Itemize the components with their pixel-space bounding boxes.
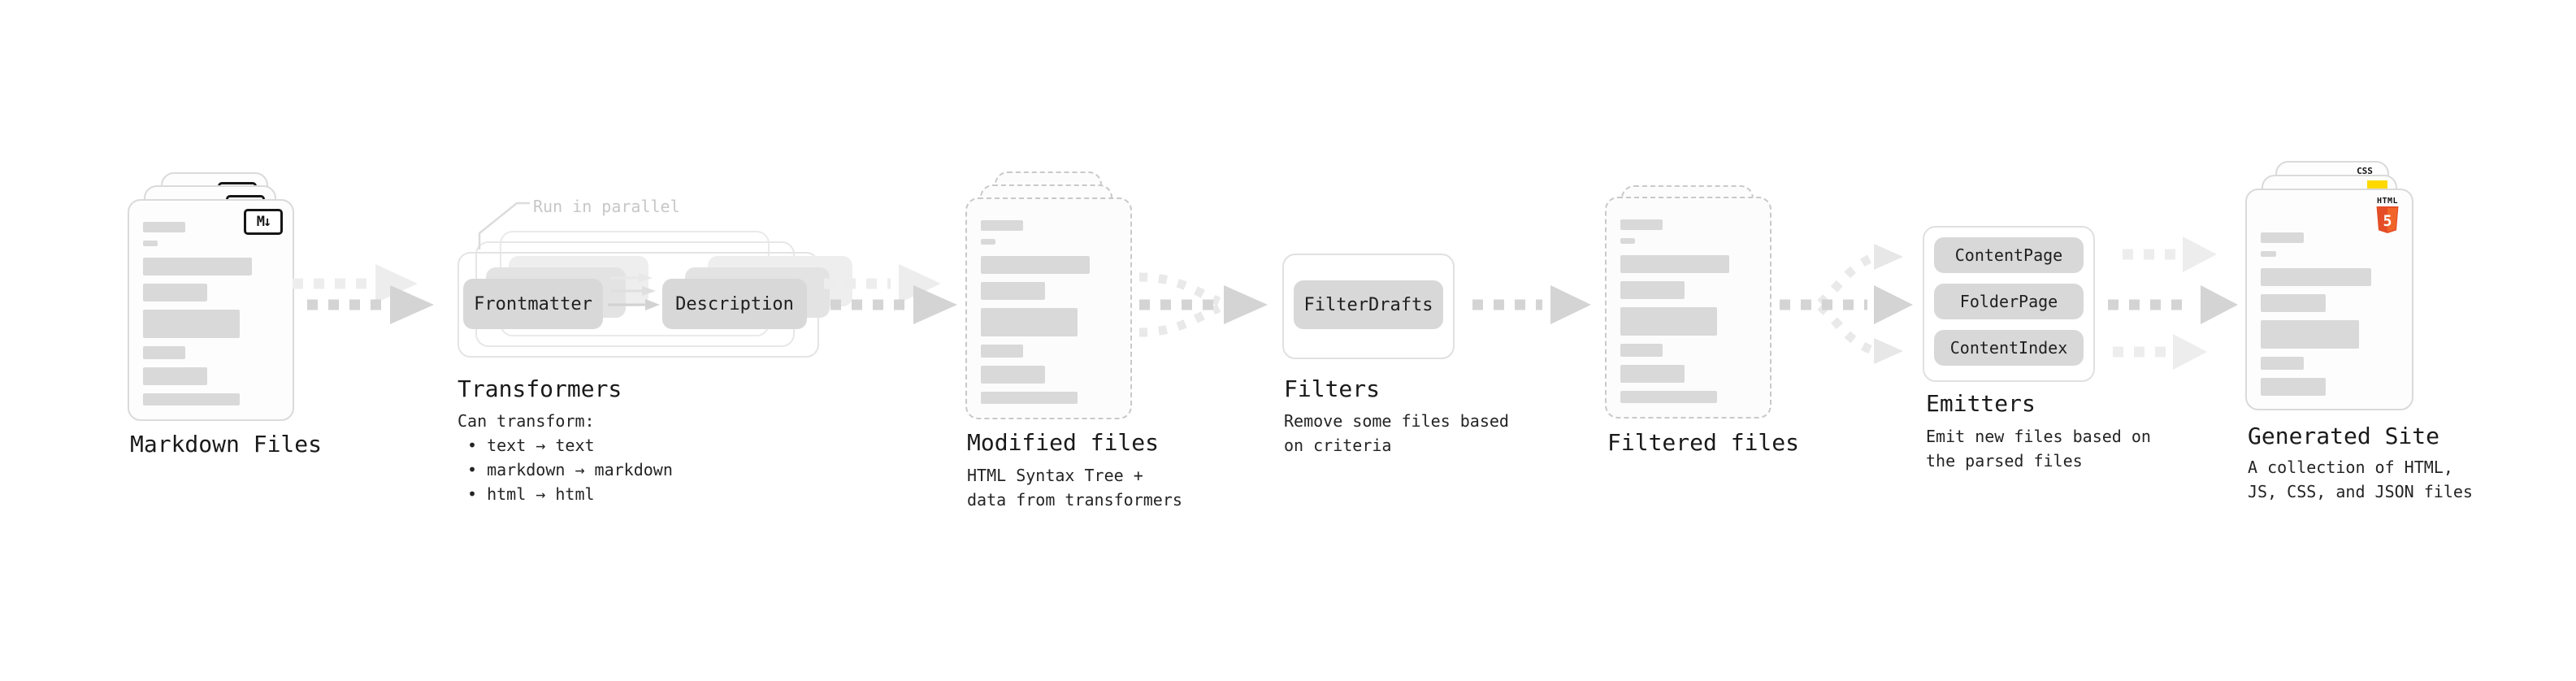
placeholder-bar (981, 239, 996, 245)
placeholder-bar (143, 346, 186, 359)
emitters-heading: Emitters (1926, 390, 2036, 417)
placeholder-bar (981, 345, 1024, 358)
filters-description: Remove some files based on criteria (1284, 409, 1509, 458)
filter-drafts-pill: FilterDrafts (1294, 280, 1443, 329)
modified-files-label: Modified files (967, 429, 1160, 456)
placeholder-bar (143, 310, 241, 338)
frontmatter-pill: Frontmatter (463, 279, 603, 329)
placeholder-bar (2261, 357, 2304, 370)
html5-icon: HTML 5 (2373, 197, 2402, 233)
run-in-parallel-callout: Run in parallel (533, 197, 680, 216)
placeholder-bar (1620, 344, 1663, 357)
filters-subtext-line: Remove some files based (1284, 411, 1509, 431)
placeholder-bar (1620, 255, 1730, 273)
transformers-description: Can transform: • text → text • markdown … (458, 409, 673, 506)
placeholder-bar (1620, 391, 1718, 403)
transform-bullet: • text → text (467, 436, 595, 455)
markdown-files-label: Markdown Files (130, 431, 323, 458)
html-file-card: HTML 5 (2245, 189, 2413, 410)
placeholder-bar (2261, 320, 2359, 349)
markdown-file-card-front: M↓ (128, 199, 294, 421)
placeholder-bar (981, 392, 1078, 404)
placeholder-bar (143, 393, 241, 406)
file-content-placeholder (1620, 219, 1757, 406)
generated-site-subtext-line: A collection of HTML, (2248, 458, 2453, 477)
emitters-subtext-line: Emit new files based on (1926, 427, 2151, 446)
arrow-modified-to-filters-merge (1138, 272, 1268, 337)
file-content-placeholder (981, 220, 1117, 406)
transform-bullet: • markdown → markdown (467, 460, 673, 479)
html5-shield: 5 (2376, 206, 2399, 233)
placeholder-bar (2261, 294, 2326, 312)
placeholder-bar (143, 284, 207, 301)
modified-files-subtext-line: data from transformers (967, 490, 1182, 510)
generated-site-description: A collection of HTML, JS, CSS, and JSON … (2248, 455, 2473, 504)
generated-site-subtext-line: JS, CSS, and JSON files (2248, 482, 2473, 501)
placeholder-bar (2261, 378, 2326, 396)
modified-file-card-front (965, 197, 1132, 419)
arrow-filters-to-filtered (1472, 285, 1591, 324)
placeholder-bar (2261, 232, 2304, 243)
placeholder-bar (1620, 281, 1685, 299)
filters-subtext-line: on criteria (1284, 436, 1392, 455)
placeholder-bar (981, 220, 1024, 231)
folder-page-pill: FolderPage (1934, 284, 2084, 319)
placeholder-bar (981, 282, 1045, 300)
transform-bullet: • html → html (467, 484, 595, 504)
emitters-box (1923, 226, 2095, 382)
filters-box (1282, 254, 1455, 359)
placeholder-bar (2261, 251, 2276, 257)
filtered-files-label: Filtered files (1607, 429, 1800, 456)
placeholder-bar (143, 222, 186, 232)
content-page-pill: ContentPage (1934, 237, 2084, 273)
filtered-file-card-front (1605, 197, 1772, 419)
placeholder-bar (1620, 219, 1663, 230)
file-content-placeholder (143, 222, 280, 408)
placeholder-bar (1620, 365, 1685, 383)
placeholder-bar (981, 308, 1078, 336)
filters-heading: Filters (1284, 375, 1381, 402)
generated-site-label: Generated Site (2248, 423, 2440, 449)
placeholder-bar (1620, 307, 1718, 336)
modified-files-description: HTML Syntax Tree + data from transformer… (967, 463, 1182, 512)
placeholder-bar (2261, 268, 2371, 286)
placeholder-bar (143, 241, 158, 246)
arrow-markdown-to-transformers (293, 264, 434, 324)
transformers-heading: Transformers (458, 375, 622, 402)
modified-files-subtext-line: HTML Syntax Tree + (967, 466, 1143, 485)
placeholder-bar (143, 367, 207, 385)
description-pill: Description (662, 279, 807, 329)
arrow-emitters-to-generated (2108, 236, 2238, 370)
content-index-pill: ContentIndex (1934, 330, 2084, 366)
svg-text:5: 5 (2383, 213, 2392, 230)
transformers-subtext-intro: Can transform: (458, 411, 595, 431)
placeholder-bar (143, 258, 253, 275)
markdown-icon: M↓ (244, 209, 283, 235)
placeholder-bar (981, 366, 1045, 384)
arrow-filtered-to-emitters-split (1780, 244, 1913, 364)
placeholder-bar (981, 256, 1091, 274)
file-content-placeholder (2261, 232, 2399, 397)
emitters-description: Emit new files based on the parsed files (1926, 424, 2151, 473)
emitters-subtext-line: the parsed files (1926, 451, 2083, 471)
placeholder-bar (1620, 238, 1636, 244)
